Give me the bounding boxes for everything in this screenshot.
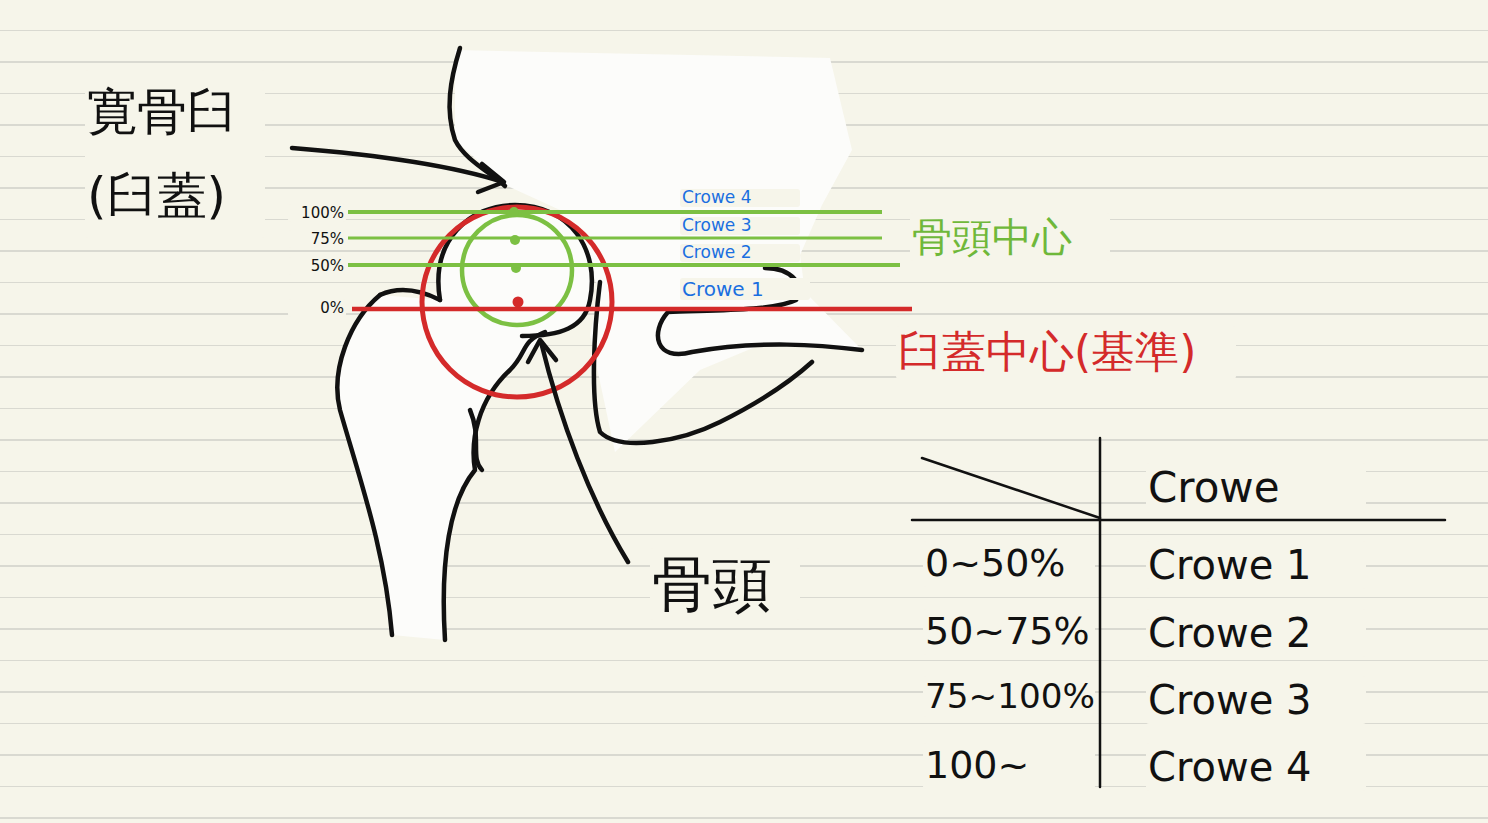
lesser-trochanter-outline	[470, 410, 482, 470]
level-line-75	[348, 237, 882, 240]
table-cell: Crowe 3	[1146, 676, 1366, 724]
ilium-outline	[450, 48, 505, 186]
crowe-label: Crowe 3	[680, 217, 800, 235]
arrow-head	[478, 164, 504, 192]
table-cell: 0~50%	[923, 541, 1095, 587]
part-label: 骨頭	[650, 548, 800, 620]
table-diagonal	[922, 458, 1100, 518]
reference-label: 臼蓋中心(基準)	[896, 326, 1236, 379]
part-label: 寛骨臼 (臼蓋)	[85, 70, 265, 238]
percent-label: 0%	[288, 299, 346, 317]
head-center-dot	[509, 207, 519, 217]
head-center-dot	[511, 263, 521, 273]
leader-arrow	[541, 342, 628, 562]
level-line-50	[348, 263, 900, 267]
table-rule	[1099, 438, 1102, 787]
crowe-label: Crowe 1	[680, 278, 810, 300]
table-cell: 50~75%	[923, 609, 1095, 655]
table-rule	[912, 519, 1445, 522]
leader-arrow	[292, 148, 503, 182]
femur-fill	[337, 205, 593, 640]
percent-label: 75%	[288, 230, 346, 248]
femur-neck-outline	[380, 290, 440, 300]
level-line-100	[348, 210, 882, 214]
femur-shaft-outline	[337, 295, 392, 635]
table-cell: Crowe 4	[1146, 743, 1366, 791]
percent-label: 100%	[288, 204, 346, 222]
arrow-head	[528, 340, 556, 362]
percent-label: 50%	[288, 257, 346, 275]
table-cell: 75~100%	[923, 676, 1095, 717]
table-cell: Crowe 2	[1146, 609, 1366, 657]
crowe-label: Crowe 2	[680, 244, 800, 262]
reference-line	[352, 307, 912, 312]
crowe-label: Crowe 4	[680, 189, 800, 207]
head-center-dot	[510, 235, 520, 245]
table-cell: 100~	[923, 743, 1095, 789]
table-header: Crowe	[1146, 463, 1366, 513]
acetabulum-circle	[422, 207, 612, 397]
acetabulum-center-dot	[513, 297, 524, 308]
head-center-label: 骨頭中心	[910, 213, 1110, 261]
table-cell: Crowe 1	[1146, 541, 1366, 589]
